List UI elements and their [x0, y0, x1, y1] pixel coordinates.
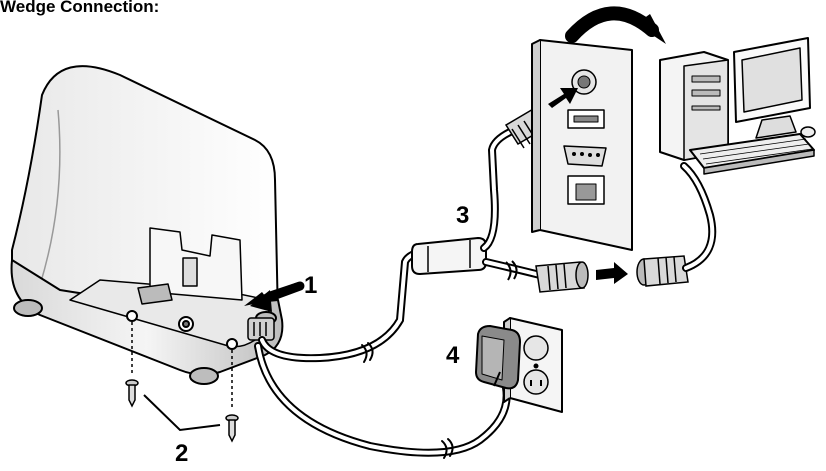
mounting-screws — [125, 322, 239, 443]
keyboard-ps2-plug — [636, 162, 717, 287]
pc-rear-panel — [531, 39, 633, 251]
callout-4: 4 — [446, 342, 460, 369]
curved-arrow-icon — [565, 6, 666, 44]
serial-port-icon — [563, 145, 607, 167]
ethernet-port-icon — [567, 175, 605, 205]
arrow-1-icon — [244, 281, 305, 312]
callout-2: 2 — [175, 440, 189, 467]
callout-3: 3 — [456, 202, 470, 229]
callout-1: 1 — [304, 272, 318, 299]
diagram-title: Wedge Connection: — [0, 0, 160, 16]
screw-left-icon — [125, 379, 139, 408]
usb-port-icon — [567, 109, 605, 129]
wedge-adapter — [411, 128, 544, 281]
cradle-cables — [254, 248, 511, 459]
power-supply-adapter — [475, 325, 521, 390]
cradle-base — [10, 65, 284, 385]
ps2-socket-keyboard — [535, 261, 589, 293]
desktop-computer — [659, 37, 816, 175]
screw-right-icon — [225, 414, 239, 443]
insert-arrow-icon — [548, 88, 578, 108]
connect-arrow-icon — [596, 262, 628, 284]
